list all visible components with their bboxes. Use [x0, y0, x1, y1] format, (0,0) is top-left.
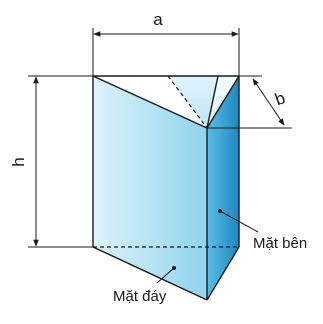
dim-h-label: h	[9, 157, 28, 166]
base-face-annotation: Mặt đáy	[113, 266, 176, 305]
prism-edges	[92, 75, 240, 301]
base-face-label: Mặt đáy	[113, 288, 167, 305]
top-inner-edge	[206, 75, 219, 129]
front-lateral-face	[93, 76, 207, 300]
dim-a-label: a	[153, 10, 163, 29]
right-lateral-face	[207, 76, 239, 300]
dimension-a: a	[92, 10, 240, 76]
hidden-top-diagonal	[167, 75, 208, 129]
base-face-pointer	[156, 266, 176, 284]
top-edge-right	[206, 75, 240, 129]
top-base-face	[93, 76, 239, 128]
top-edge-left	[92, 75, 208, 129]
bottom-edge-left	[92, 246, 208, 301]
lateral-face-annotation: Mặt bên	[218, 209, 307, 252]
dim-b-arrow	[252, 78, 285, 126]
bottom-edge-right	[206, 246, 240, 301]
dimension-h: h	[9, 75, 93, 248]
lateral-face-pointer	[218, 209, 259, 233]
prism-faces	[93, 76, 239, 300]
lateral-face-label: Mặt bên	[253, 235, 307, 252]
dim-b-label: b	[272, 88, 287, 109]
